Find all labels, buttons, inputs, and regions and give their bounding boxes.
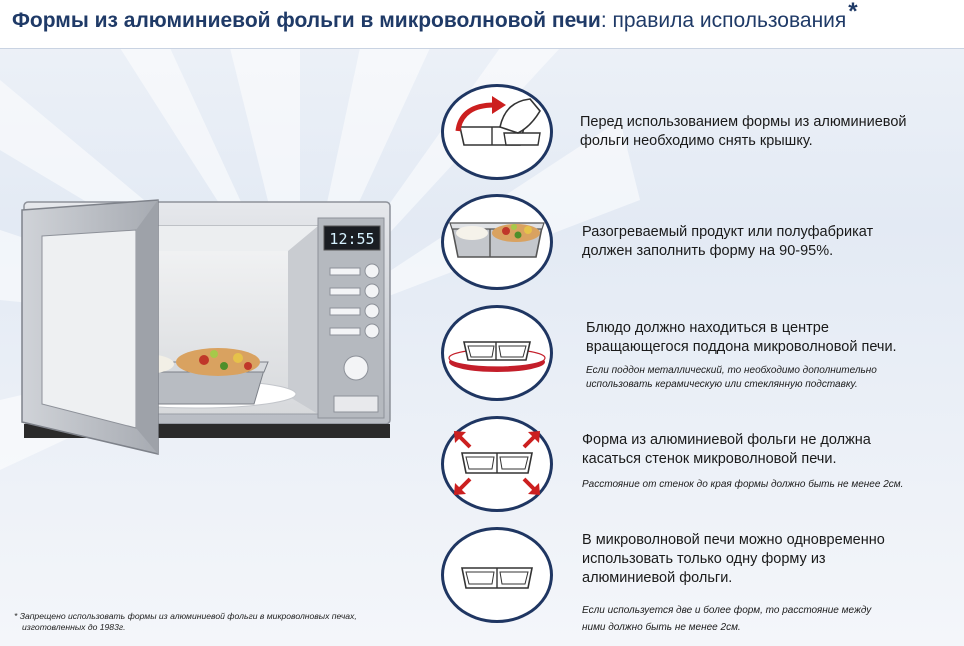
step-2-text: Разогреваемый продукт или полуфабрикат д… [582,223,873,261]
step-1-line-2: фольги необходимо снять крышку. [580,133,813,149]
step-3-note: Если поддон металлический, то необходимо… [586,364,877,392]
single-tray-icon [461,567,533,589]
step-3-text: Блюдо должно находиться в центре вращающ… [586,319,897,357]
display [323,225,381,251]
step-4-circle [441,416,553,512]
step-2-line-1: Разогреваемый продукт или полуфабрикат [582,224,874,240]
step-3-note-line-2: использовать керамическую или стеклянную… [586,379,858,390]
step-5-note-line-1: Если используется две и более форм, то р… [582,605,872,616]
step-4-line-2: касаться стенок микроволновой печи. [582,451,837,467]
step-3-line-2: вращающегося поддона микроволновой печи. [586,339,897,355]
step-2-line-2: должен заполнить форму на 90-95%. [582,243,834,259]
tray-clearance-arrows-icon [454,431,540,495]
title-asterisk: * [848,0,858,25]
footnote-line-2: изготовленных до 1983г. [22,622,126,632]
step-4-text: Форма из алюминиевой фольги не должна ка… [582,431,871,469]
step-1-line-1: Перед использованием формы из алюминиево… [580,114,907,130]
step-3-line-1: Блюдо должно находиться в центре [586,320,829,336]
tray-lid-removal-icon [455,96,541,146]
microwave-illustration: 12:55 [21,199,391,455]
step-4-note-line-1: Расстояние от стенок до края формы должн… [582,479,904,490]
door-release-button [333,395,379,413]
step-5-text: В микроволновой печи можно одновременно … [582,531,885,588]
step-5-circle [441,527,553,623]
tray-on-turntable-icon [448,341,546,372]
step-1-circle [441,84,553,180]
step-5-note-line-2: ними должно быть не менее 2см. [582,622,741,633]
step-3-circle [441,305,553,401]
footnote-asterisk: * [14,611,18,621]
step-4-line-1: Форма из алюминиевой фольги не должна [582,432,871,448]
step-1-text: Перед использованием формы из алюминиево… [580,113,907,151]
header: Формы из алюминиевой фольги в микроволно… [0,0,964,49]
step-5-line-3: алюминиевой фольги. [582,570,733,586]
filled-tray-icon [449,222,545,258]
step-3-note-line-1: Если поддон металлический, то необходимо… [586,365,877,376]
step-5-note: Если используется две и более форм, то р… [582,602,871,636]
footnote-line-1: Запрещено использовать формы из алюминие… [19,611,357,621]
dial-knob [343,355,369,381]
title-bold: Формы из алюминиевой фольги в микроволно… [12,9,601,32]
step-5-line-1: В микроволновой печи можно одновременно [582,532,885,548]
display-clock: 12:55 [329,230,374,248]
step-4-note: Расстояние от стенок до края формы должн… [582,478,903,492]
footnote: * Запрещено использовать формы из алюмин… [14,611,434,633]
title-rest: : правила использования [600,9,847,32]
door-window [41,229,137,429]
step-5-line-2: использовать только одну форму из [582,551,826,567]
page-title: Формы из алюминиевой фольги в микроволно… [12,0,858,34]
step-2-circle [441,194,553,290]
